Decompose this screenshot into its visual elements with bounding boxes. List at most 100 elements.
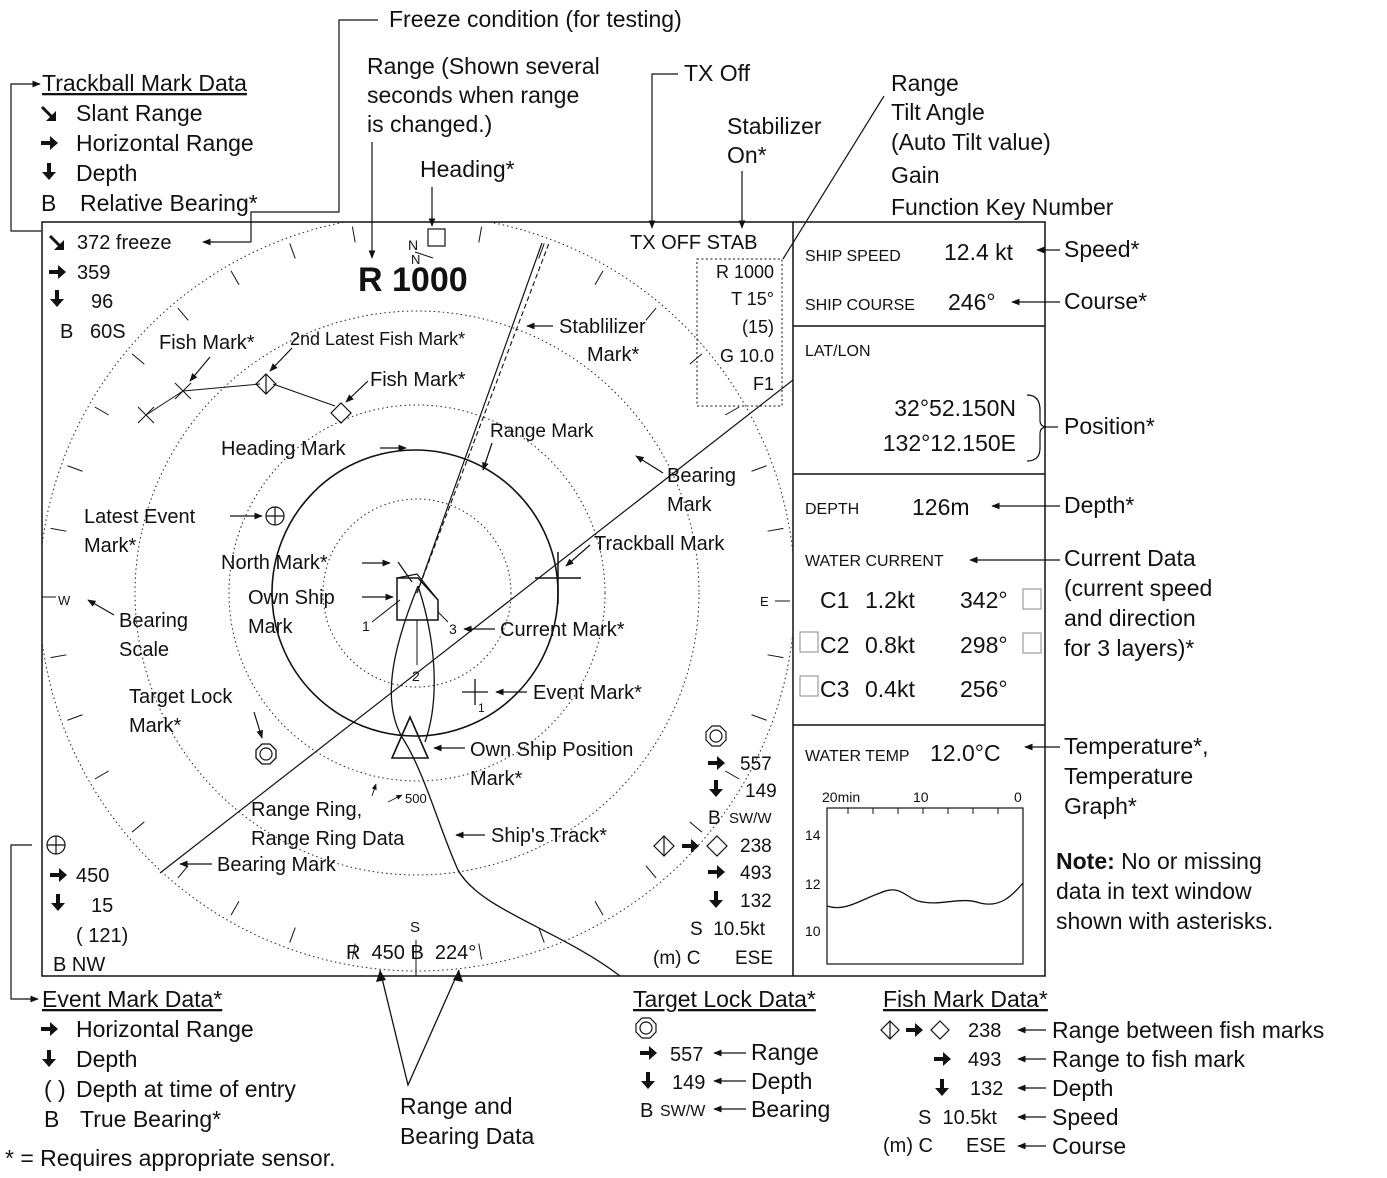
longitude-value: 132°12.150E <box>883 430 1016 456</box>
ship-speed-value: 12.4 kt <box>944 239 1014 265</box>
graph-x-tick-10: 10 <box>913 789 929 805</box>
range-bearing-readout: R 450 B 224° <box>346 942 476 964</box>
note-bold: Note: <box>1056 848 1115 874</box>
fish-mark-chain <box>137 373 352 424</box>
label-range-ring-2: Range Ring Data <box>251 828 405 850</box>
param-auto-tilt: (15) <box>742 317 774 337</box>
graph-y-tick-12: 12 <box>805 876 821 892</box>
bearing-tick <box>725 406 740 416</box>
event-mark-number: 1 <box>478 701 485 715</box>
bearing-tick <box>131 821 145 833</box>
label-bearing-mark-right-2: Mark <box>667 494 712 516</box>
current-2-dir: 298° <box>960 632 1008 658</box>
label-event-mark: Event Mark* <box>533 682 642 704</box>
label-own-ship-mark: Own Ship <box>248 587 335 609</box>
callout-temperature-2: Temperature <box>1064 763 1193 789</box>
label-stabilizer-mark: Stablilizer <box>559 316 646 338</box>
target-lock-range-value: 557 <box>740 754 772 775</box>
target-lock-bearing-value: SW/W <box>729 810 772 827</box>
event-legend-title: Event Mark Data* <box>42 986 222 1012</box>
latest-event-mark-icon <box>265 506 285 526</box>
callout-current-2: (current speed <box>1064 575 1212 601</box>
fish-depth-value: 132 <box>740 891 772 912</box>
fish-range-value: 493 <box>740 863 772 884</box>
trackball-horizontal-value: 359 <box>77 262 110 284</box>
bearing-tick <box>50 527 67 532</box>
event-legend-bearing: True Bearing* <box>80 1106 221 1132</box>
north-letter-2: N <box>411 252 420 267</box>
callout-current-3: and direction <box>1064 605 1196 631</box>
target-lock-mark-icon <box>255 743 277 765</box>
current-num-2: 2 <box>412 668 420 684</box>
callout-current-4: for 3 layers)* <box>1064 635 1194 661</box>
label-own-ship-position-mark-2: Mark* <box>470 768 522 790</box>
range-ring-500 <box>228 404 606 782</box>
fish-mark-x-2 <box>174 382 192 400</box>
event-legend-b: B <box>44 1106 59 1132</box>
graph-y-tick-10: 10 <box>805 923 821 939</box>
north-mark <box>397 561 413 583</box>
callout-current-1: Current Data <box>1064 545 1196 571</box>
fish-legend-speed: S 10.5kt <box>918 1107 997 1129</box>
note-line-1: Note: No or missing <box>1056 848 1262 874</box>
bearing-tick <box>645 865 657 879</box>
target-lock-legend-title: Target Lock Data* <box>633 986 816 1012</box>
bearing-tick <box>50 654 67 659</box>
ship-course-value: 246° <box>948 289 996 315</box>
bearing-tick <box>230 270 240 285</box>
label-current-mark: Current Mark* <box>500 619 625 641</box>
target-lock-legend-icon <box>635 1017 657 1039</box>
temperature-graph: 20min 10 0 14 12 10 <box>805 789 1024 965</box>
event-bearing-value: B NW <box>53 954 105 976</box>
label-range-ring: Range Ring, <box>251 799 362 821</box>
fish-range-between-icon <box>653 835 728 857</box>
position-brace <box>1026 394 1048 462</box>
sonar-circle-area <box>42 222 793 976</box>
fish-course-m: (m) C <box>653 948 700 969</box>
label-latest-event-mark-2: Mark* <box>84 535 136 557</box>
fish-between-value: 238 <box>740 836 772 857</box>
stabilizer-mark-line <box>416 242 550 594</box>
heading-box-icon <box>427 228 446 247</box>
range-bearing-data-2: Bearing Data <box>400 1123 534 1149</box>
bearing-tick <box>478 943 483 960</box>
trackball-legend-title: Trackball Mark Data <box>42 70 247 96</box>
current-num-1: 1 <box>362 618 370 634</box>
label-fish-mark-1: Fish Mark* <box>159 332 255 354</box>
trackball-bearing-value: B 60S <box>60 321 126 343</box>
target-lock-values-icon <box>705 725 727 747</box>
target-lock-legend-bearing-label: Bearing <box>751 1096 830 1122</box>
bearing-mark-line <box>159 379 793 874</box>
trackball-legend-horizontal: Horizontal Range <box>76 130 254 156</box>
bearing-tick <box>725 770 740 780</box>
bearing-s: S <box>410 919 420 936</box>
tx-status: TX OFF STAB <box>630 232 757 254</box>
bearing-tick <box>351 943 356 960</box>
callout-function-key: Function Key Number <box>891 194 1114 220</box>
fish-legend-speed-label: Speed <box>1052 1104 1119 1130</box>
parameter-box <box>696 258 783 407</box>
param-function-key: F1 <box>753 374 774 394</box>
target-lock-depth-value: 149 <box>745 781 777 802</box>
ships-track-line <box>390 585 621 976</box>
callout-speed: Speed* <box>1064 236 1140 262</box>
callout-tx-off: TX Off <box>684 60 751 86</box>
bearing-tick <box>645 307 657 321</box>
param-gain: G 10.0 <box>720 346 774 366</box>
trackball-depth-value: 96 <box>91 291 113 313</box>
label-own-ship-position-mark: Own Ship Position <box>470 739 633 761</box>
callout-auto-tilt: (Auto Tilt value) <box>891 129 1051 155</box>
bearing-tick <box>767 527 784 532</box>
range-bearing-pointer <box>379 969 460 1088</box>
fish-legend-range-label: Range to fish mark <box>1052 1046 1246 1072</box>
graph-x-tick-0: 0 <box>1014 789 1022 805</box>
fish-legend-course: ESE <box>966 1135 1006 1157</box>
label-bearing-mark-right: Bearing <box>667 465 736 487</box>
event-entry-depth-value: ( 121) <box>76 925 128 947</box>
fish-course-value: ESE <box>735 948 773 969</box>
label-bearing-scale: Bearing <box>119 610 188 632</box>
fish-speed-value: S 10.5kt <box>690 919 766 940</box>
label-north-mark: North Mark* <box>221 552 328 574</box>
callout-freeze-condition: Freeze condition (for testing) <box>389 6 682 32</box>
